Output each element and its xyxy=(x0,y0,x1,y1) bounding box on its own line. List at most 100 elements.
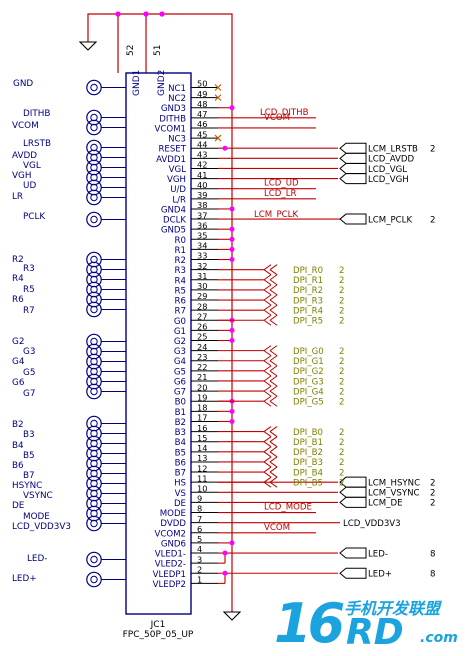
bus-label: DPI_B3 xyxy=(293,458,323,468)
net-label: LCD_UD xyxy=(264,179,299,189)
pin-name: NC1 xyxy=(168,84,186,94)
pin-number: 11 xyxy=(197,473,207,483)
net-label: LCD_DITHB xyxy=(260,108,309,118)
port-arrow xyxy=(339,496,367,508)
junction-dot xyxy=(229,236,235,242)
bus-sheet: 2 xyxy=(339,266,344,276)
pin-number: 45 xyxy=(197,129,207,139)
test-point-label: G6 xyxy=(12,378,25,388)
pin-number: 31 xyxy=(197,271,207,281)
port-label: LCM_LRSTB xyxy=(368,145,418,155)
pin-number: 33 xyxy=(197,251,207,261)
test-point-inner xyxy=(90,555,98,564)
port-label: LCM_VSYNC xyxy=(368,489,420,499)
bus-label: DPI_R5 xyxy=(293,317,323,327)
pin-name: VLEDP1 xyxy=(153,570,186,580)
no-connect-mark xyxy=(214,134,222,142)
test-point-label: PCLK xyxy=(23,212,45,222)
test-point-label: B4 xyxy=(12,441,24,451)
bus-label: DPI_G1 xyxy=(293,357,324,367)
junction-dot xyxy=(229,206,235,212)
pin-number: 49 xyxy=(197,89,207,99)
bus-sheet: 2 xyxy=(339,276,344,286)
bus-label: DPI_B5 xyxy=(293,478,323,488)
pin-number: 7 xyxy=(197,514,202,524)
test-point-label: B3 xyxy=(23,430,35,440)
bus-sheet: 2 xyxy=(339,468,344,478)
pin-number: 32 xyxy=(197,261,207,271)
port-label: LCM_HSYNC xyxy=(368,478,420,488)
pin-number: 26 xyxy=(197,322,207,332)
port-sheet: 2 xyxy=(430,145,435,155)
junction-dot xyxy=(229,327,235,333)
test-point-label: B7 xyxy=(23,471,35,481)
bus-label: DPI_B1 xyxy=(293,438,323,448)
bus-breaker xyxy=(263,395,278,407)
pin-number: 48 xyxy=(197,99,207,109)
gnd1-pin-number: 52 xyxy=(126,45,136,56)
pin-name: VGL xyxy=(169,165,187,175)
test-point-outer xyxy=(86,551,102,568)
net-label: LCD_MODE xyxy=(264,503,312,513)
test-point-label: DITHB xyxy=(23,109,50,119)
pin-name: VLED2- xyxy=(155,560,186,570)
gnd1-pin-label: GND1 xyxy=(132,70,142,96)
bus-label: DPI_G5 xyxy=(293,398,324,408)
net-label: VCOM xyxy=(264,523,290,533)
bus-label: DPI_B2 xyxy=(293,448,323,458)
bus-sheet: 2 xyxy=(339,428,344,438)
port-label: LCD_VGL xyxy=(368,165,407,175)
pin-number: 30 xyxy=(197,281,207,291)
gnd2-pin-label: GND2 xyxy=(157,70,167,96)
bus-sheet: 2 xyxy=(339,367,344,377)
junction-dot xyxy=(229,408,235,414)
pin-number: 14 xyxy=(197,443,207,453)
pin-name: L/R xyxy=(172,195,186,205)
pin-name: B1 xyxy=(175,408,186,418)
pin-number: 15 xyxy=(197,433,207,443)
test-point-label: GND xyxy=(13,79,33,89)
connector-body xyxy=(125,72,192,615)
pin-name: G0 xyxy=(174,317,186,327)
component-ref: JC1 xyxy=(150,620,166,630)
port-label: LED+ xyxy=(368,570,392,580)
junction-dot xyxy=(222,145,228,151)
pin-number: 19 xyxy=(197,392,207,402)
test-point-inner xyxy=(90,193,98,202)
test-point-outer xyxy=(86,571,102,588)
pin-name: DCLK xyxy=(163,216,186,226)
port-arrow xyxy=(339,567,367,579)
bus-sheet: 2 xyxy=(339,448,344,458)
port-arrow xyxy=(339,162,367,174)
junction-dot xyxy=(229,257,235,263)
test-point-label: G3 xyxy=(23,347,35,357)
pin-name: U/D xyxy=(170,185,186,195)
test-point-inner xyxy=(90,305,98,314)
pin-number: 37 xyxy=(197,210,207,220)
pin-name: G4 xyxy=(174,357,186,367)
bus-breaker xyxy=(263,456,278,468)
junction-dot xyxy=(229,540,235,546)
pin-number: 16 xyxy=(197,423,207,433)
pin-name: AVDD1 xyxy=(156,155,186,165)
bus-sheet: 2 xyxy=(339,296,344,306)
pin-number: 9 xyxy=(197,494,202,504)
test-point-outer xyxy=(86,119,102,136)
junction-dot xyxy=(159,11,165,17)
pin-name: R2 xyxy=(175,256,186,266)
pin-name: DE xyxy=(174,499,186,509)
bus-sheet: 2 xyxy=(339,478,344,488)
test-point-inner xyxy=(90,387,98,396)
pin-name: B3 xyxy=(175,428,186,438)
test-point-label: VGL xyxy=(23,161,41,171)
bus-breaker xyxy=(263,446,278,458)
bus-label: DPI_G0 xyxy=(293,347,324,357)
test-point-outer xyxy=(86,301,102,318)
port-sheet: 2 xyxy=(430,215,435,225)
test-point-inner xyxy=(90,519,98,528)
pin-name: RESET xyxy=(158,145,186,155)
pin-number: 1 xyxy=(197,575,202,585)
pin-name: VGH xyxy=(167,175,186,185)
pin-name: G3 xyxy=(174,347,186,357)
